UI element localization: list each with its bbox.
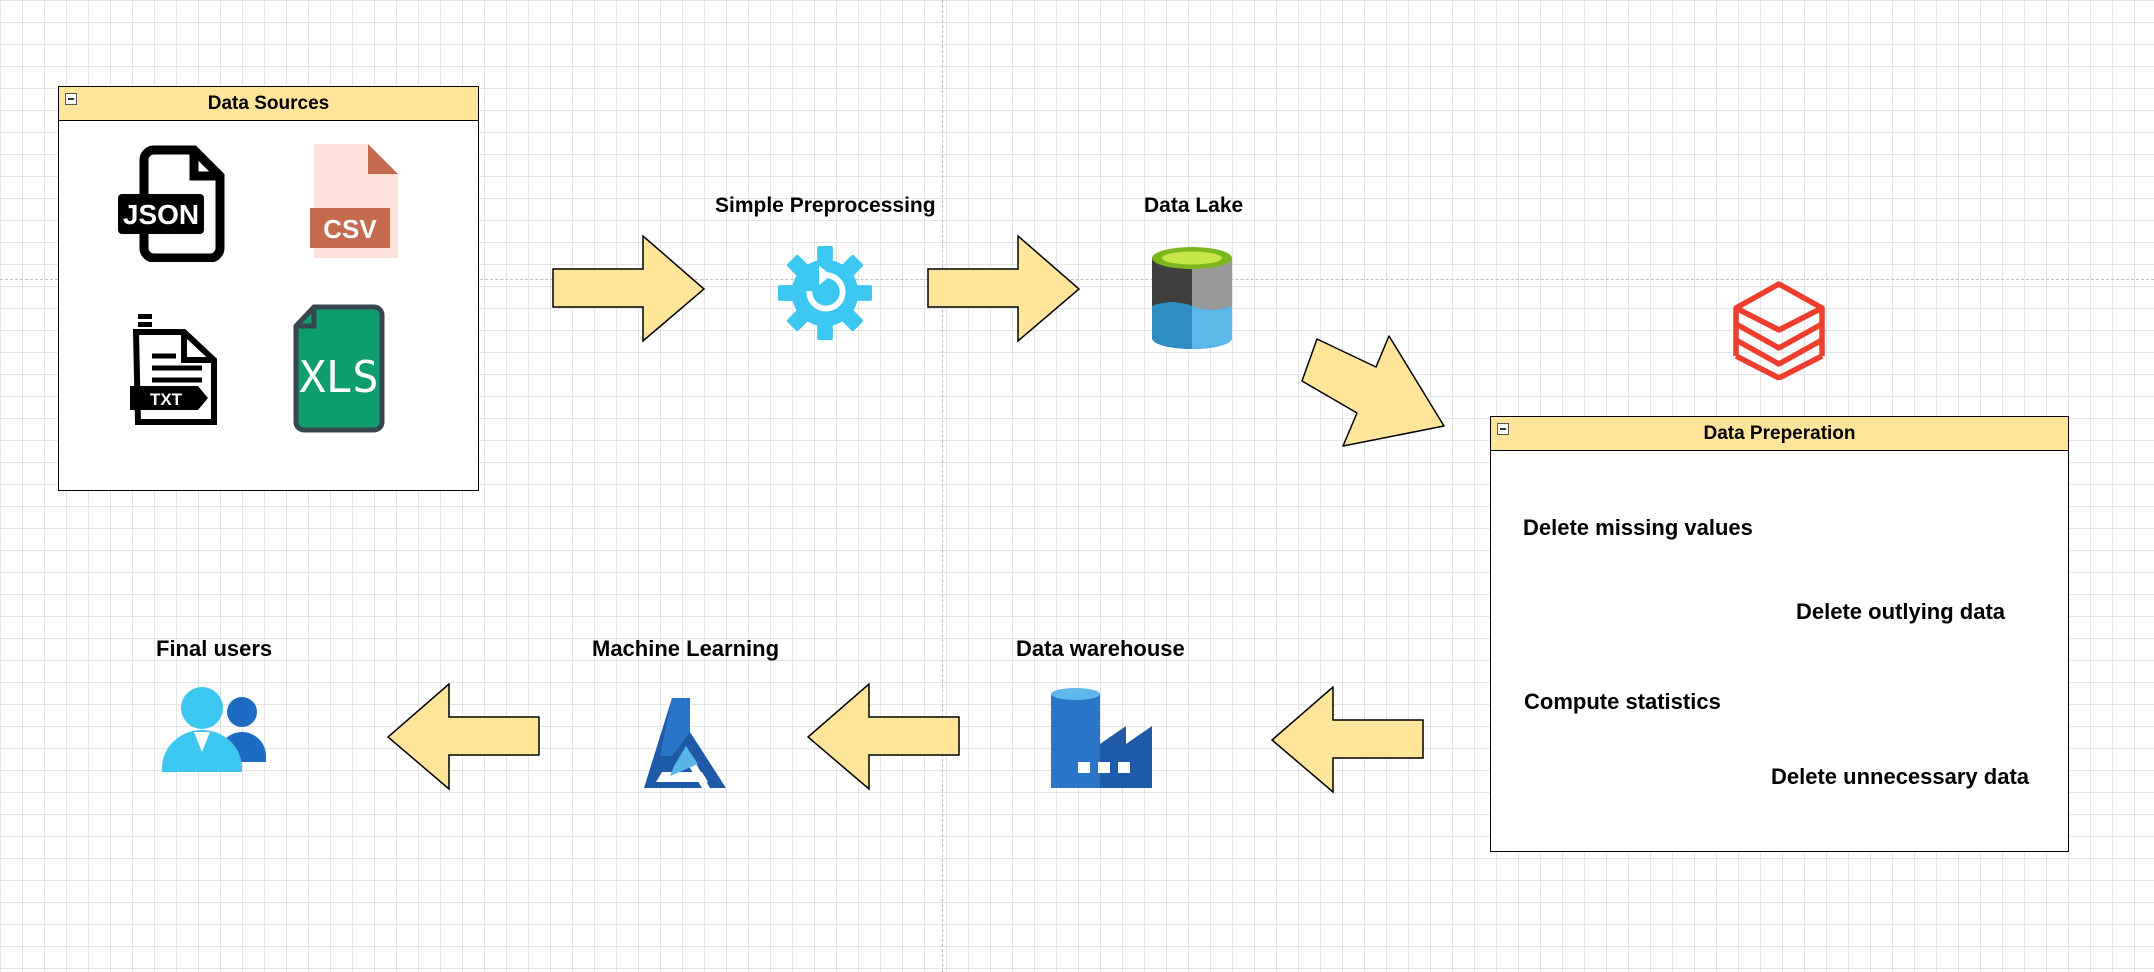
ml-label: Machine Learning — [592, 636, 780, 661]
data-sources-title: Data Sources — [207, 93, 330, 114]
data-warehouse-label: Data warehouse — [1016, 636, 1185, 661]
arrow-preparation-to-warehouse[interactable] — [1271, 686, 1425, 794]
collapse-icon[interactable] — [1497, 423, 1509, 435]
arrow-sources-to-preprocessing[interactable] — [552, 235, 706, 343]
json-file-icon[interactable]: JSON — [116, 144, 226, 262]
vertical-guide-line — [942, 0, 943, 972]
arrow-lake-to-preparation[interactable] — [1290, 328, 1450, 452]
arrow-warehouse-to-ml[interactable] — [807, 683, 961, 791]
step-delete-unnecessary: Delete unnecessary data — [1771, 764, 2030, 789]
arrow-preprocessing-to-lake[interactable] — [927, 235, 1081, 343]
csv-file-icon[interactable]: CSV — [306, 142, 400, 260]
collapse-icon[interactable] — [65, 93, 77, 105]
json-text: JSON — [123, 199, 199, 230]
txt-file-icon[interactable]: TXT — [128, 314, 218, 426]
data-lake-icon[interactable] — [1150, 244, 1234, 352]
preprocessing-label: Simple Preprocessing — [715, 194, 936, 217]
step-compute-statistics: Compute statistics — [1524, 689, 1721, 714]
machine-learning-flask-icon[interactable] — [642, 696, 728, 790]
step-delete-missing: Delete missing values — [1523, 515, 1753, 540]
arrow-ml-to-users[interactable] — [387, 683, 541, 791]
final-users-label: Final users — [156, 636, 273, 661]
csv-text: CSV — [323, 214, 377, 244]
users-icon[interactable] — [160, 686, 268, 772]
step-delete-outlying: Delete outlying data — [1796, 599, 2006, 624]
databricks-icon[interactable] — [1730, 280, 1828, 380]
data-sources-container[interactable]: Data Sources — [58, 86, 479, 491]
gear-icon[interactable] — [776, 244, 874, 342]
xls-file-icon[interactable]: XLS — [292, 304, 386, 434]
horizontal-guide-line — [0, 279, 2154, 280]
data-preparation-container[interactable]: Data Preperation — [1490, 416, 2069, 852]
txt-text: TXT — [150, 390, 183, 409]
warehouse-factory-icon[interactable] — [1048, 686, 1154, 790]
xls-text: XLS — [299, 352, 378, 403]
data-preparation-title: Data Preperation — [1703, 423, 1856, 444]
data-sources-header[interactable]: Data Sources — [59, 87, 478, 121]
data-lake-label: Data Lake — [1144, 194, 1244, 217]
data-preparation-header[interactable]: Data Preperation — [1491, 417, 2068, 451]
